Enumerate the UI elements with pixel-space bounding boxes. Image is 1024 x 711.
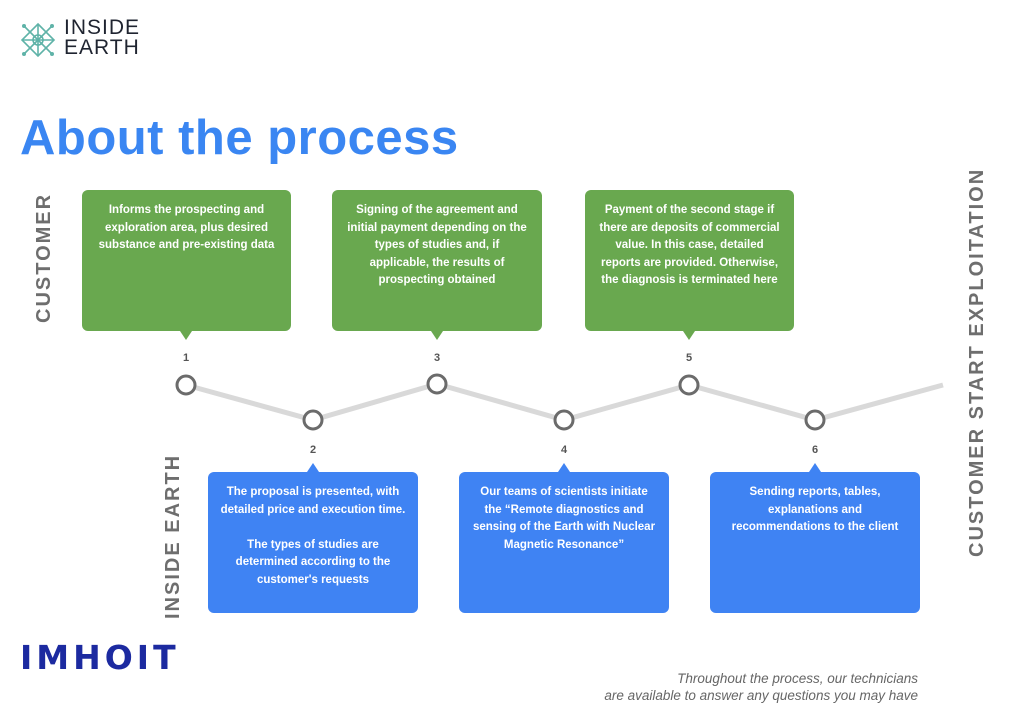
step-number-4: 4: [560, 444, 568, 456]
step-box-3: Signing of the agreement and initial pay…: [332, 190, 542, 331]
logo-text: INSIDE EARTH: [64, 16, 141, 59]
step-number-3: 3: [433, 352, 441, 364]
footer-line-2: are available to answer any questions yo…: [604, 688, 918, 703]
step-text-2: The proposal is presented, with detailed…: [220, 486, 406, 586]
logo-line-1: INSIDE: [64, 16, 141, 39]
step-text-3: Signing of the agreement and initial pay…: [347, 204, 527, 286]
step-node-6: [804, 409, 826, 431]
logo-line-2: EARTH: [64, 36, 140, 59]
step-box-1: Informs the prospecting and exploration …: [82, 190, 291, 331]
step-node-1: [175, 374, 197, 396]
step-text-4: Our teams of scientists initiate the “Re…: [472, 486, 656, 551]
step-box-4: Our teams of scientists initiate the “Re…: [459, 472, 669, 613]
callout-pointer: [180, 331, 192, 340]
step-node-4: [553, 409, 575, 431]
step-box-2: The proposal is presented, with detailed…: [208, 472, 418, 613]
brand-logo: IMHOIT: [20, 638, 180, 677]
footer-line-1: Throughout the process, our technicians: [677, 671, 918, 686]
step-node-2: [302, 409, 324, 431]
step-number-5: 5: [685, 352, 693, 364]
step-number-1: 1: [182, 352, 190, 364]
step-box-6: Sending reports, tables, explanations an…: [710, 472, 920, 613]
molecule-network-icon: [20, 22, 56, 58]
callout-pointer: [307, 463, 319, 472]
callout-pointer: [683, 331, 695, 340]
footer-note: Throughout the process, our technicians …: [604, 670, 918, 704]
step-text-5: Payment of the second stage if there are…: [599, 204, 780, 286]
callout-pointer: [431, 331, 443, 340]
step-text-1: Informs the prospecting and exploration …: [98, 204, 275, 251]
step-text-6: Sending reports, tables, explanations an…: [731, 486, 899, 533]
logo: INSIDE EARTH: [20, 16, 180, 62]
callout-pointer: [558, 463, 570, 472]
step-node-3: [426, 373, 448, 395]
page-title: About the process: [20, 111, 459, 165]
step-number-2: 2: [309, 444, 317, 456]
callout-pointer: [809, 463, 821, 472]
step-number-6: 6: [811, 444, 819, 456]
step-node-5: [678, 374, 700, 396]
step-box-5: Payment of the second stage if there are…: [585, 190, 794, 331]
